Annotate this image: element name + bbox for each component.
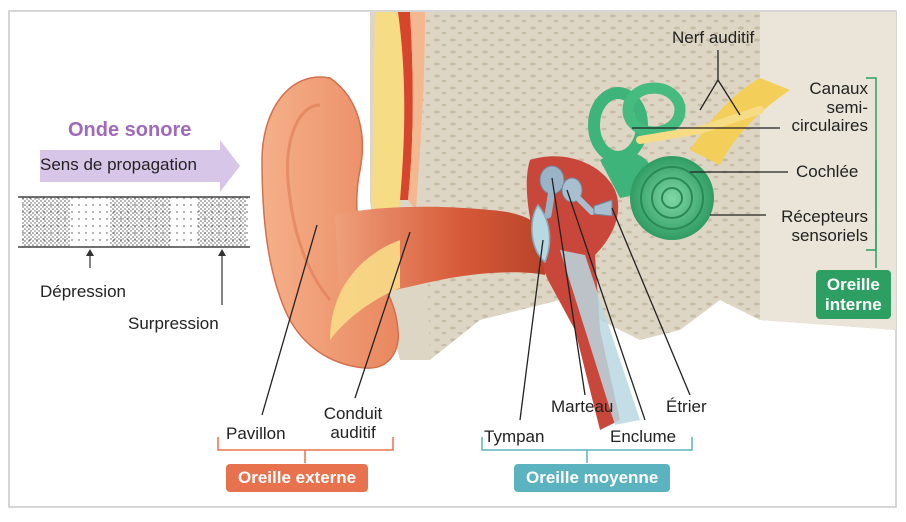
canaux-line-2: semi-: [780, 99, 868, 118]
cochlee-label: Cochlée: [796, 163, 858, 182]
pavillon-label: Pavillon: [226, 425, 286, 444]
compression-zone-2: [110, 197, 170, 247]
onde-sonore-title: Onde sonore: [68, 119, 191, 141]
interne-line-1: Oreille: [825, 275, 882, 295]
canaux-line-1: Canaux: [780, 80, 868, 99]
nerf-label: Nerf auditif: [672, 29, 754, 48]
interne-line-2: interne: [825, 295, 882, 315]
propagation-label: Sens de propagation: [40, 156, 197, 175]
recepteurs-label: Récepteurs sensoriels: [768, 208, 868, 245]
enclume-label: Enclume: [610, 428, 676, 447]
compression-zone-1: [22, 197, 70, 247]
depression-label: Dépression: [40, 283, 126, 302]
conduit-line-2: auditif: [318, 424, 388, 443]
compression-zone-3: [198, 197, 246, 247]
conduit-label: Conduit auditif: [318, 405, 388, 442]
etrier-label: Étrier: [666, 398, 707, 417]
cochlea: [630, 156, 714, 240]
oreille-moyenne-badge: Oreille moyenne: [514, 464, 670, 492]
conduit-line-1: Conduit: [318, 405, 388, 424]
recepteurs-line-1: Récepteurs: [768, 208, 868, 227]
canaux-line-3: circulaires: [780, 117, 868, 136]
marteau-label: Marteau: [551, 398, 613, 417]
oreille-interne-badge: Oreille interne: [816, 270, 891, 319]
recepteurs-line-2: sensoriels: [768, 227, 868, 246]
oreille-externe-badge: Oreille externe: [226, 464, 368, 492]
canaux-label: Canaux semi- circulaires: [780, 80, 868, 136]
surpression-label: Surpression: [128, 315, 219, 334]
tympan-label: Tympan: [484, 428, 544, 447]
